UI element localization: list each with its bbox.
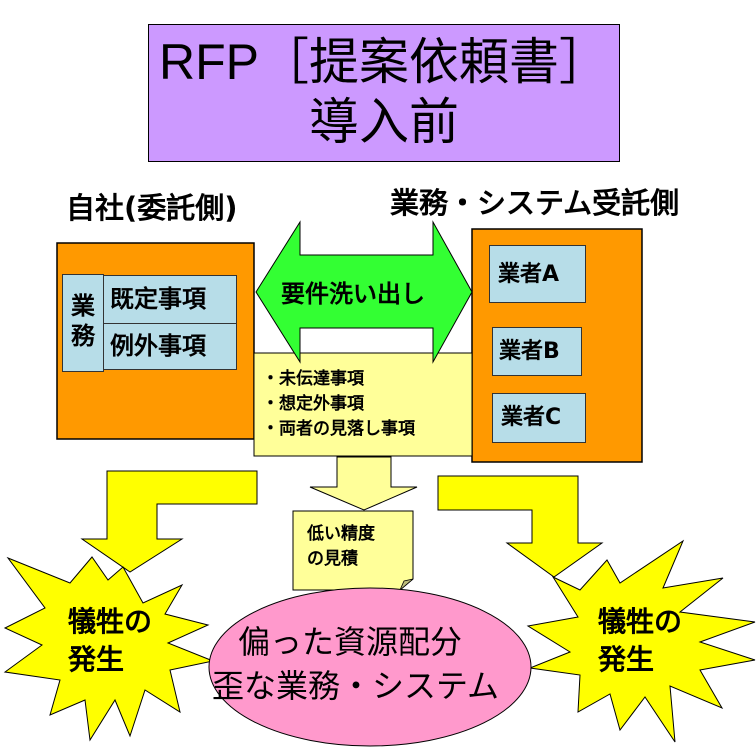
client-item-label: 既定事項 <box>110 285 206 313</box>
vendor-item: 業者A <box>489 245 586 303</box>
result-ellipse-bg <box>208 587 532 747</box>
vendor-item-label: 業者A <box>498 262 560 287</box>
left-burst-line1: 犠牲の <box>68 605 153 638</box>
title-box: RFP［提案依頼書］ 導入前 <box>148 24 620 162</box>
center-arrow-label: 要件洗い出し <box>281 280 425 308</box>
result-line1: 偏った資源配分 <box>238 623 463 661</box>
right-bent-arrow-icon <box>437 475 604 578</box>
gaps-item: ・両者の見落し事項 <box>262 419 415 439</box>
left-bent-arrow-icon <box>80 470 258 573</box>
estimate-note-text: 低い精度 の見積 <box>307 522 375 572</box>
title-line2: 導入前 <box>309 93 459 151</box>
vendor-side-label: 業務・システム受託側 <box>390 186 680 220</box>
title-line1: RFP［提案依頼書］ <box>159 34 609 90</box>
gaps-item: ・想定外事項 <box>262 394 364 414</box>
business-label: 業務 <box>71 292 95 350</box>
down-arrow-icon <box>309 456 418 511</box>
estimate-line1: 低い精度 <box>307 524 375 544</box>
vendor-item-label: 業者C <box>501 405 562 430</box>
gaps-note-bg <box>253 352 473 457</box>
client-item: 例外事項 <box>103 323 237 370</box>
double-arrow-icon <box>255 220 473 364</box>
right-burst-line2: 発生 <box>598 643 655 676</box>
gaps-list: ・未伝達事項 ・想定外事項 ・両者の見落し事項 <box>262 367 415 442</box>
right-burst-text: 犠牲の 発生 <box>598 603 682 679</box>
client-side-label: 自社(委託側) <box>66 191 238 225</box>
vendor-item-label: 業者B <box>499 339 560 364</box>
result-ellipse-text: 偏った資源配分 歪な業務・システム <box>212 620 532 708</box>
vendor-item: 業者B <box>492 327 582 376</box>
client-item-label: 例外事項 <box>110 332 206 360</box>
result-line2: 歪な業務・システム <box>212 667 500 705</box>
business-cell: 業務 <box>62 274 104 372</box>
folded-corner-icon <box>399 578 414 591</box>
gaps-item: ・未伝達事項 <box>262 369 364 389</box>
left-burst-line2: 発生 <box>68 643 125 676</box>
right-burst-line1: 犠牲の <box>598 605 683 638</box>
vendor-item: 業者C <box>492 393 586 443</box>
left-burst-shape <box>3 556 215 742</box>
left-burst-text: 犠牲の 発生 <box>68 603 152 679</box>
client-item: 既定事項 <box>103 275 237 324</box>
estimate-line2: の見積 <box>307 549 358 569</box>
